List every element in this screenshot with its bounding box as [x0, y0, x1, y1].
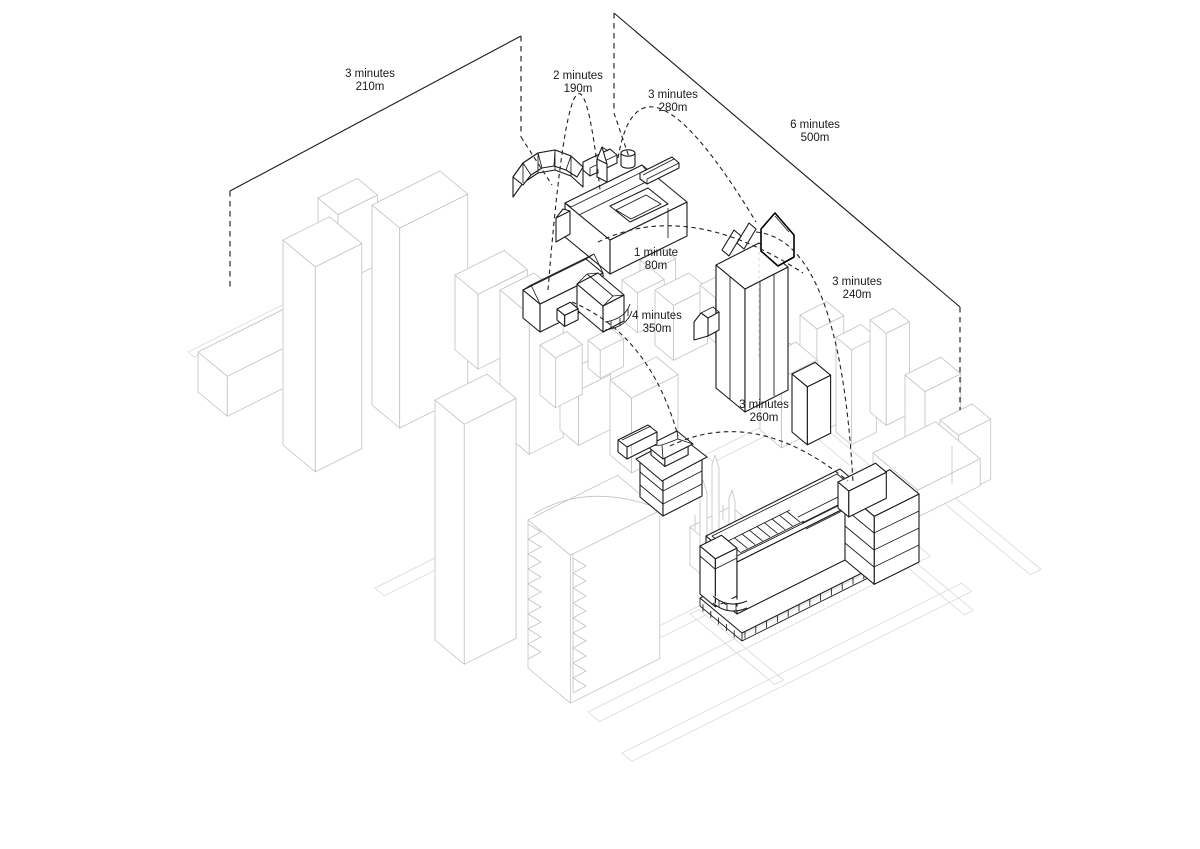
walk-time: 3 minutes	[832, 276, 882, 288]
walk-time: 4 minutes	[632, 310, 682, 322]
walk-distance: 190m	[563, 82, 593, 95]
walk-time: 3 minutes	[648, 89, 698, 101]
walk-distance: 260m	[749, 411, 779, 424]
walk-distance: 500m	[800, 131, 830, 144]
walk-time: 2 minutes	[553, 70, 603, 82]
walk-distance: 350m	[642, 322, 672, 335]
walk-distance: 240m	[842, 288, 872, 301]
walk-distance: 80m	[644, 259, 668, 272]
walk-distance: 280m	[658, 101, 688, 114]
walk-distance: 210m	[355, 80, 385, 93]
walk-time: 6 minutes	[790, 119, 840, 131]
walk-time: 1 minute	[633, 247, 679, 259]
walk-time: 3 minutes	[345, 68, 395, 80]
walk-time: 3 minutes	[739, 399, 789, 411]
